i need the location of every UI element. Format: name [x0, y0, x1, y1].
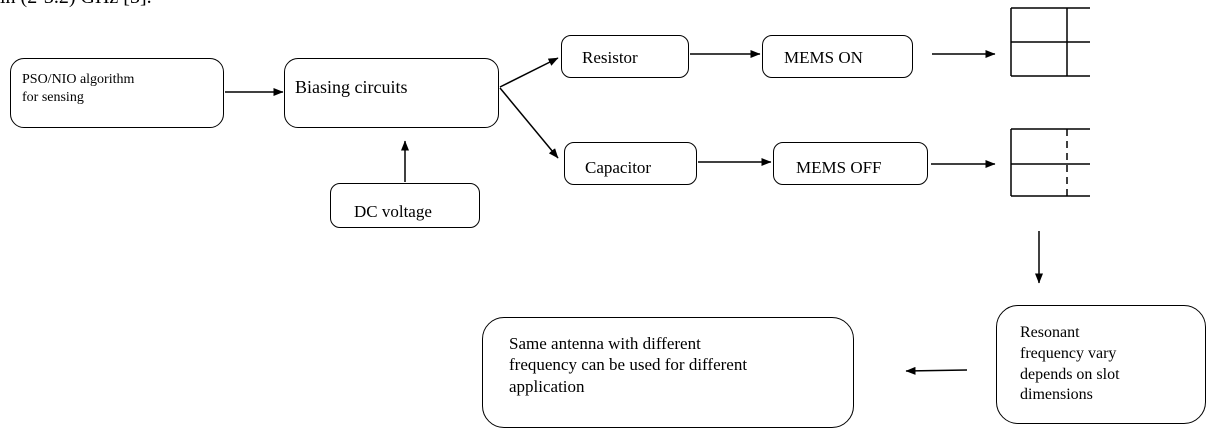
resistor-box: Resistor	[561, 35, 689, 78]
arrow-biasing-to-resistor	[499, 57, 559, 88]
mems-off-box: MEMS OFF	[773, 142, 928, 185]
capacitor-box: Capacitor	[564, 142, 697, 185]
header-text-fragment: in (2-3.2) GHz [3].	[0, 0, 152, 9]
resistor-label: Resistor	[582, 48, 638, 67]
antenna-grid-mems-on	[1010, 7, 1090, 77]
dc-voltage-box: DC voltage	[330, 183, 480, 228]
biasing-circuits-label: Biasing circuits	[295, 77, 408, 97]
pso-algorithm-label: PSO/NIO algorithm for sensing	[22, 72, 135, 105]
antenna-grid-mems-off	[1010, 128, 1090, 197]
mems-off-label: MEMS OFF	[796, 158, 882, 177]
pso-algorithm-box: PSO/NIO algorithm for sensing	[10, 58, 224, 128]
biasing-circuits-box: Biasing circuits	[284, 58, 499, 128]
result-box: Same antenna with different frequency ca…	[482, 317, 854, 428]
arrow-biasing-to-capacitor	[499, 87, 559, 159]
resonant-frequency-box: Resonant frequency vary depends on slot …	[996, 305, 1206, 424]
arrow-resonant-to-result	[905, 366, 968, 375]
result-label: Same antenna with different frequency ca…	[509, 334, 748, 396]
dc-voltage-label: DC voltage	[354, 202, 432, 221]
capacitor-label: Capacitor	[585, 158, 652, 177]
mems-on-box: MEMS ON	[762, 35, 913, 78]
mems-on-label: MEMS ON	[784, 48, 863, 67]
resonant-frequency-label: Resonant frequency vary depends on slot …	[1020, 324, 1120, 404]
